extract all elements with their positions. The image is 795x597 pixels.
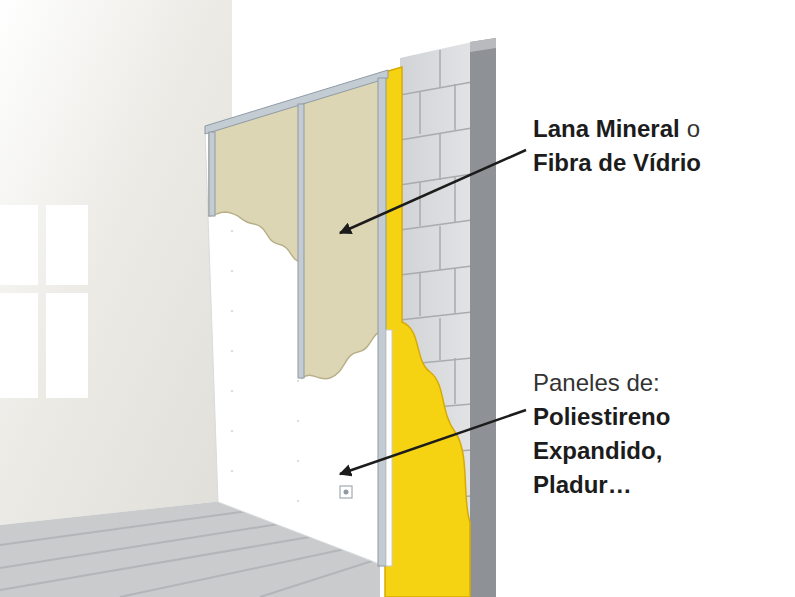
metal-studs: [205, 70, 388, 566]
leader-arrow: [340, 150, 526, 233]
conduit: [386, 330, 392, 566]
callout-label: o: [687, 115, 700, 142]
panel-screws: [232, 230, 298, 530]
foam-layer: [385, 67, 470, 597]
callout-label: Fibra de Vídrio: [533, 146, 773, 180]
callout-label: Poliestireno Expandido,: [533, 400, 773, 468]
drywall-panel: [205, 75, 385, 566]
side-wall: [0, 0, 232, 525]
outlet: [340, 486, 352, 498]
callout-group: Paneles de:Poliestireno Expandido,Pladur…: [533, 366, 773, 502]
callout-label: Pladur…: [533, 468, 773, 502]
callout-label: Paneles de:: [533, 366, 773, 400]
leader-arrow: [340, 410, 526, 474]
window: [0, 205, 88, 398]
callout-label: Lana Mineral: [533, 115, 680, 142]
callout-group: Lana Mineral oFibra de Vídrio: [533, 112, 773, 180]
wall-edge-top: [470, 38, 496, 52]
wall-edge: [470, 38, 496, 597]
